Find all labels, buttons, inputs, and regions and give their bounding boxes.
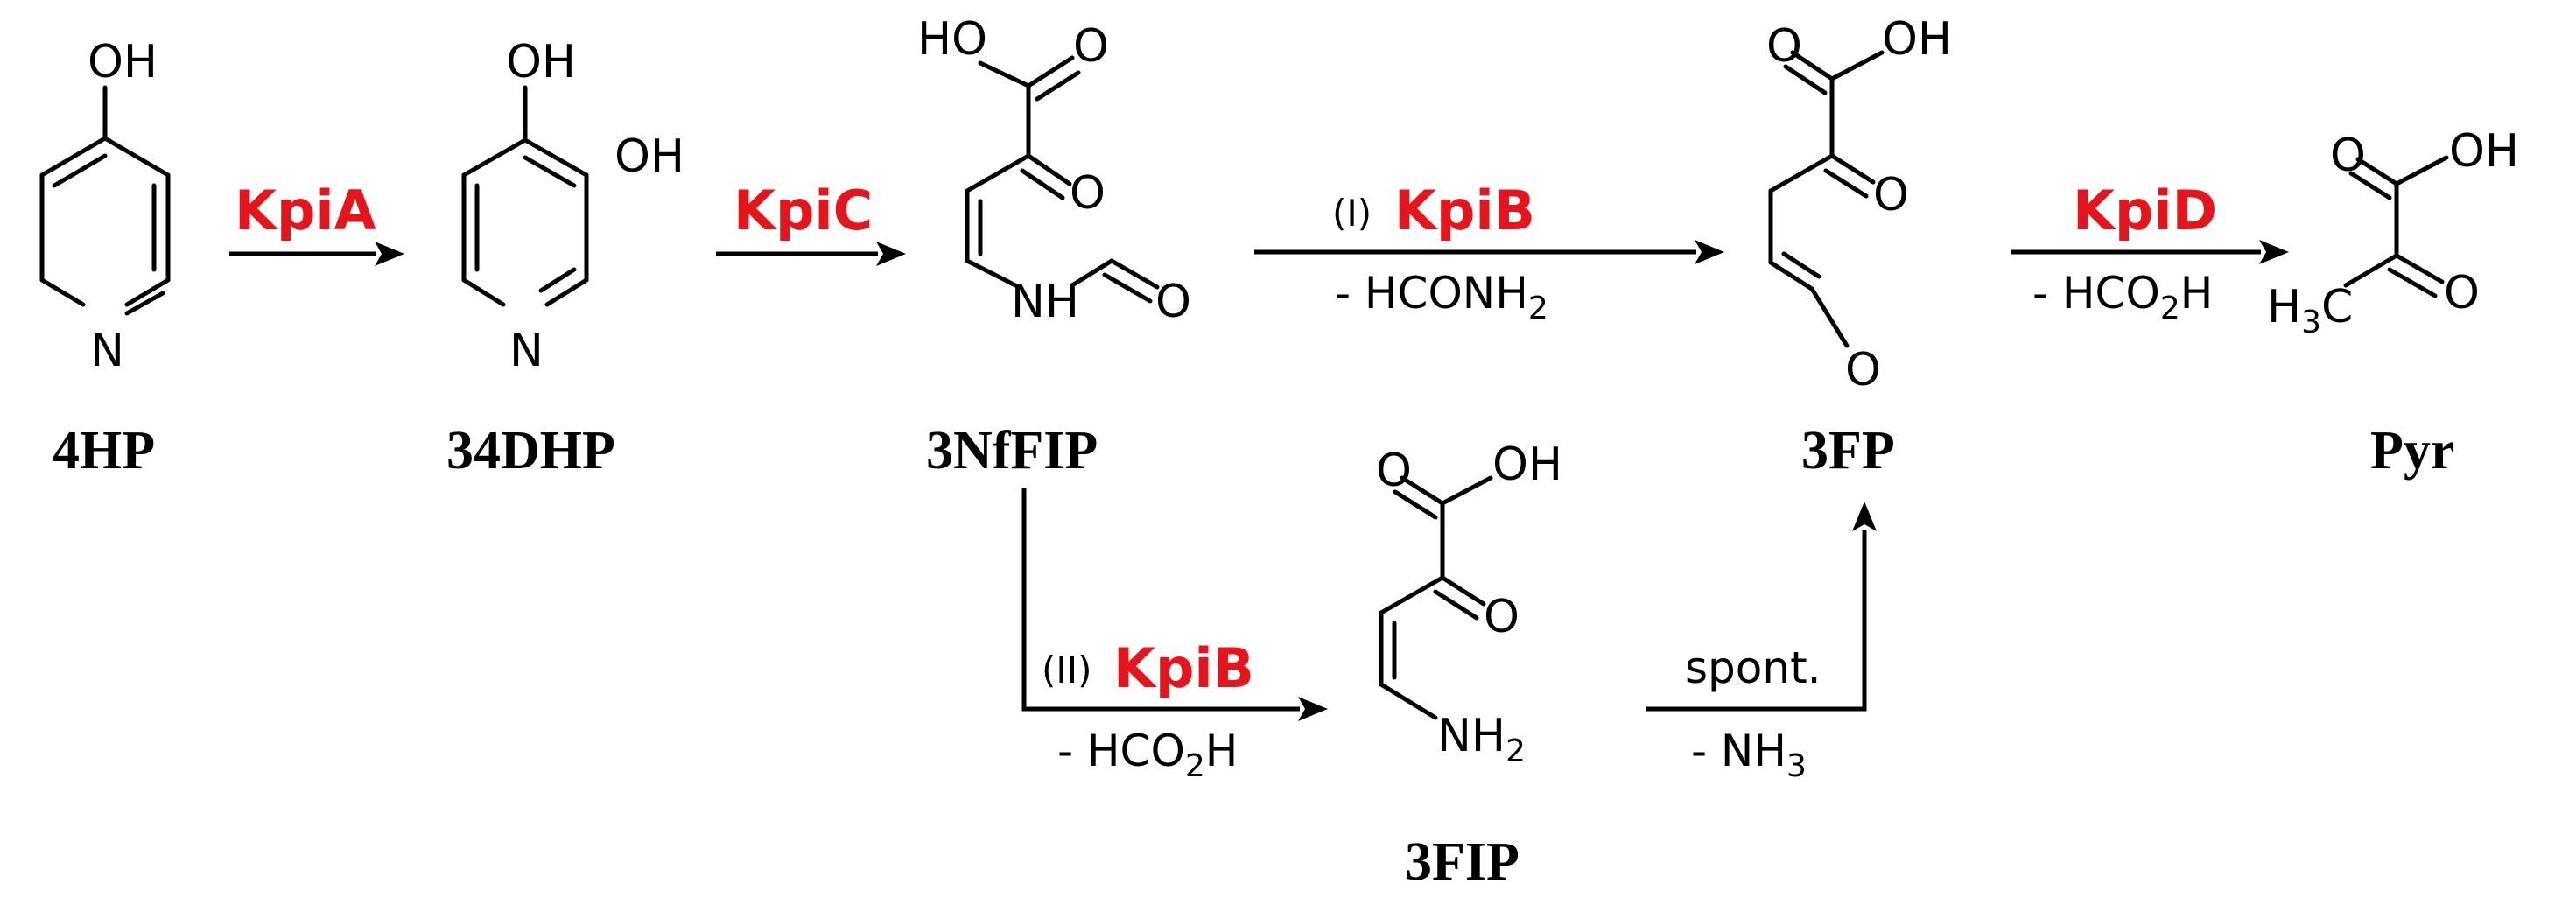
atom-o-acid: O [1766, 20, 1802, 73]
byproduct-label-formic-acid-kpid: - HCO2H [2032, 268, 2213, 326]
atom-nh2: NH2 [1437, 710, 1526, 769]
atom-oh: OH [1492, 438, 1562, 491]
atom-n: N [509, 325, 544, 377]
reaction-arrow-kpib-route2 [1021, 488, 1328, 721]
condition-label-spont: spont. [1685, 642, 1821, 693]
atom-h3c: H3C [2267, 281, 2353, 340]
atom-o-acid: O [1376, 445, 1412, 497]
atom-o-aldehyde: O [1845, 344, 1881, 396]
atom-o-acid: O [2330, 130, 2366, 182]
compound-label-3nffip: 3NfFIP [926, 421, 1098, 481]
atom-ho: HO [917, 13, 987, 66]
structure-4hp: OH N [39, 36, 171, 377]
atom-o-keto: O [2444, 267, 2480, 319]
compound-label-pyr: Pyr [2370, 421, 2454, 481]
reaction-arrow-spont [1646, 502, 1877, 712]
atom-o-acid: O [1073, 20, 1109, 73]
enzyme-label-kpic: KpiC [733, 179, 873, 242]
route-label-1: (I) [1332, 192, 1372, 235]
byproduct-label-formamide: - HCONH2 [1335, 268, 1548, 326]
atom-o-formyl: O [1155, 276, 1191, 328]
byproduct-label-ammonia: - NH3 [1691, 726, 1807, 784]
reaction-arrow-kpia [229, 242, 404, 266]
structure-34dhp: OH OH N [461, 36, 684, 377]
route-label-2: (II) [1042, 649, 1092, 691]
structure-3nffip: HO O O NH O [917, 13, 1191, 328]
reaction-arrow-kpic [716, 242, 906, 266]
compound-label-4hp: 4HP [53, 421, 155, 481]
atom-n: N [90, 325, 124, 377]
reaction-arrow-kpib-route1 [1254, 240, 1724, 264]
reaction-arrow-kpid [2011, 240, 2289, 264]
atom-nh: NH [1011, 276, 1079, 328]
compound-label-3fp: 3FP [1801, 421, 1895, 481]
atom-oh: OH [88, 36, 158, 88]
enzyme-label-kpia: KpiA [235, 179, 376, 242]
atom-o-keto: O [1484, 591, 1520, 643]
compound-label-3fip: 3FIP [1405, 832, 1520, 892]
atom-oh: OH [1882, 13, 1952, 66]
atom-oh-top: OH [506, 36, 576, 88]
enzyme-label-kpib-route2: KpiB [1113, 636, 1254, 700]
atom-o-keto: O [1070, 167, 1106, 220]
enzyme-label-kpid: KpiD [2073, 179, 2217, 242]
structure-3fp: O OH O O [1766, 13, 1952, 396]
structure-pyr: O OH O H3C [2267, 125, 2519, 340]
atom-oh-side: OH [614, 130, 684, 183]
atom-o-keto: O [1873, 169, 1909, 221]
byproduct-label-formic-acid-route2: - HCO2H [1057, 726, 1238, 784]
atom-oh: OH [2449, 125, 2519, 178]
enzyme-label-kpib-route1: KpiB [1394, 179, 1535, 242]
structure-3fip: O OH O NH2 [1376, 438, 1562, 769]
compound-label-34dhp: 34DHP [446, 421, 615, 481]
